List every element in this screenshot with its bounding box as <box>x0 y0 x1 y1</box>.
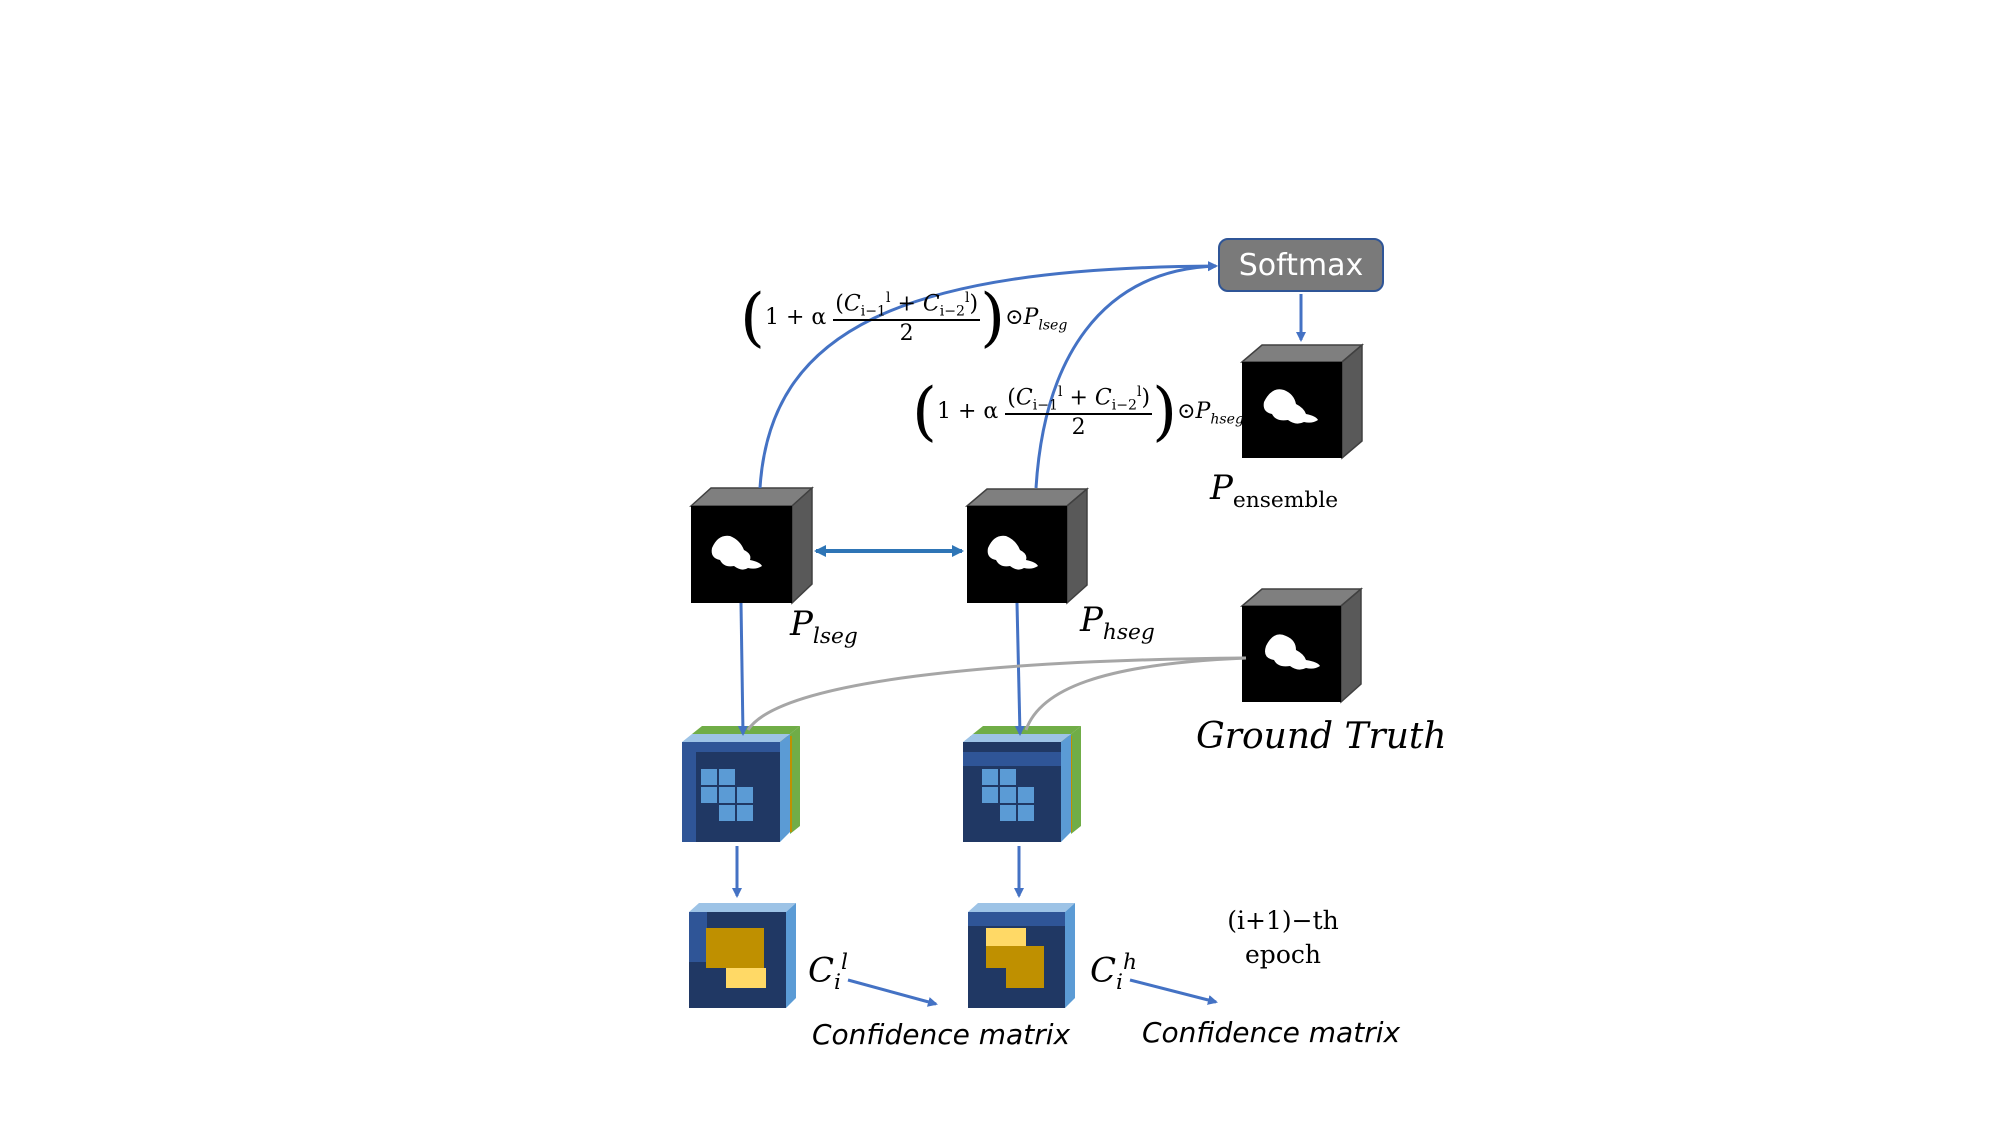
confidence-matrix-high <box>968 903 1075 1008</box>
label-ci-h: Cih <box>1090 950 1137 996</box>
p-lseg-cube <box>689 486 814 605</box>
label-epoch: (i+1)−th epoch <box>1227 906 1339 969</box>
formula-hseg: (1 + α (Ci−1l + Ci−2l) 2 )⊙Phseg <box>912 375 1244 449</box>
arrow-ci-h-to-label <box>1129 978 1218 1005</box>
p-ensemble-cube <box>1239 343 1365 460</box>
arrow-lseg-to-matrix <box>737 602 748 736</box>
label-confidence-matrix-1: Confidence matrix <box>812 1018 1071 1051</box>
label-ground-truth: Ground Truth <box>1196 716 1447 757</box>
arrow-hseg-to-softmax <box>1034 261 1218 489</box>
ground-truth-cube <box>1239 587 1364 704</box>
gt-curve-to-high <box>1024 656 1247 731</box>
matrix-stack-high <box>963 726 1081 842</box>
label-ci-l: Cil <box>808 950 848 996</box>
p-hseg-cube <box>964 487 1090 605</box>
formula-lseg: (1 + α (Ci−1l + Ci−2l) 2 )⊙Plseg <box>740 281 1068 355</box>
label-confidence-matrix-2: Confidence matrix <box>1142 1016 1401 1049</box>
matrix-stack-low <box>682 726 800 842</box>
arrow-hseg-to-matrix <box>1014 602 1025 736</box>
softmax-box: Softmax <box>1218 238 1384 292</box>
softmax-label: Softmax <box>1238 247 1364 283</box>
label-p-lseg: Plseg <box>790 604 858 649</box>
confidence-matrix-low <box>689 903 796 1008</box>
arrow-ci-l-to-label <box>847 978 938 1007</box>
gt-curve-to-low <box>746 656 1247 731</box>
label-p-ensemble: Pensemble <box>1210 468 1339 513</box>
arrow-lseg-to-softmax <box>758 261 1218 489</box>
label-p-hseg: Phseg <box>1080 600 1155 645</box>
